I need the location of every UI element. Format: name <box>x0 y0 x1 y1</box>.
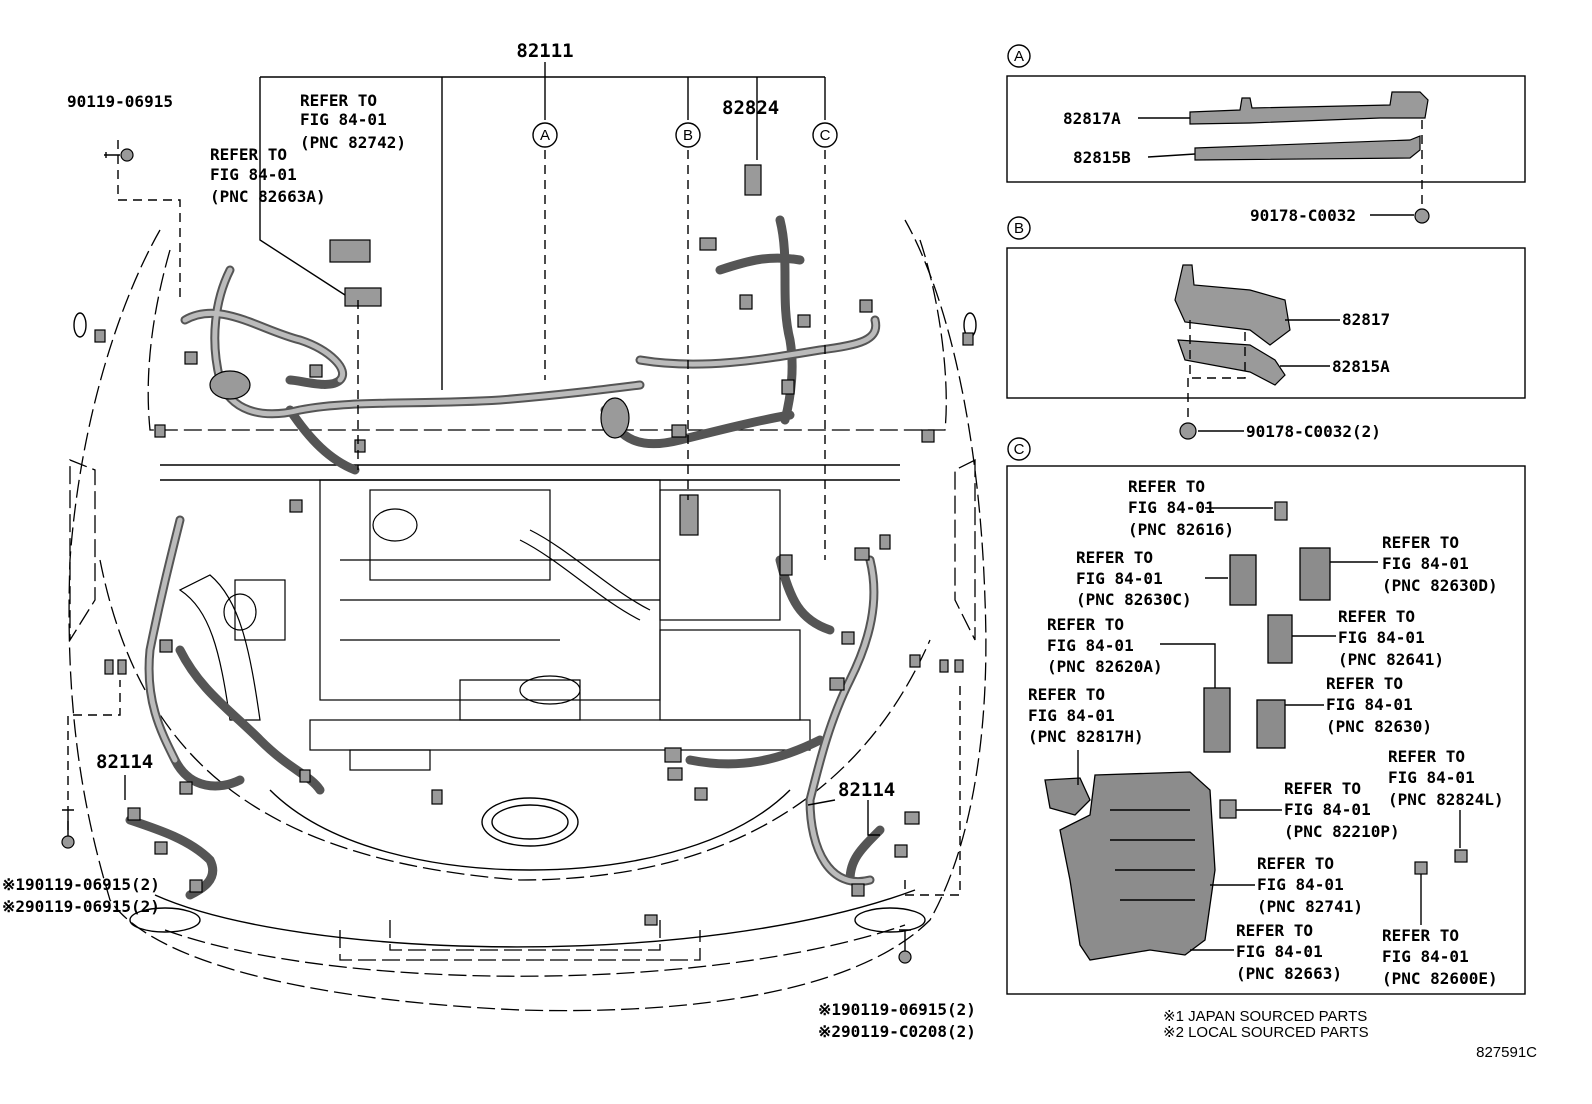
svg-text:C: C <box>820 127 831 144</box>
ref-82616: REFER TO FIG 84-01 (PNC 82616) <box>1128 477 1234 539</box>
left-harness-label: 82114 <box>96 751 153 773</box>
panel-b-clip: 90178-C0032(2) <box>1246 422 1381 441</box>
svg-text:FIG 84-01: FIG 84-01 <box>1076 569 1163 588</box>
svg-text:(PNC 82824L): (PNC 82824L) <box>1388 790 1504 809</box>
svg-text:FIG 84-01: FIG 84-01 <box>1028 706 1115 725</box>
ref-82630C: REFER TO FIG 84-01 (PNC 82630C) <box>1076 548 1192 609</box>
refer-82742-line-1: REFER TO <box>300 91 377 110</box>
svg-text:FIG 84-01: FIG 84-01 <box>1257 875 1344 894</box>
svg-text:(PNC 82630D): (PNC 82630D) <box>1382 576 1498 595</box>
ref-82620A: REFER TO FIG 84-01 (PNC 82620A) <box>1047 615 1163 676</box>
engine-room-harness <box>125 164 885 900</box>
panel-a: A 82817A 82815B 90178-C0032 <box>1006 44 1526 225</box>
ref-82817H: REFER TO FIG 84-01 (PNC 82817H) <box>1028 685 1144 746</box>
ref-82824L: REFER TO FIG 84-01 (PNC 82824L) <box>1388 747 1504 809</box>
svg-text:FIG 84-01: FIG 84-01 <box>1128 498 1215 517</box>
svg-text:REFER TO: REFER TO <box>1236 921 1313 940</box>
svg-text:REFER TO: REFER TO <box>1028 685 1105 704</box>
bolt-icon <box>61 809 75 849</box>
svg-text:(PNC 82817H): (PNC 82817H) <box>1028 727 1144 746</box>
panel-c: C <box>1006 437 1526 995</box>
panel-b-callout: B <box>1014 220 1024 237</box>
right-bolt-note-2: ※290119-C0208(2) <box>818 1022 976 1041</box>
svg-text:A: A <box>540 127 550 144</box>
panel-c-references: REFER TO FIG 84-01 (PNC 82616) REFER TO … <box>1028 477 1504 988</box>
bolts <box>61 148 912 964</box>
right-bolt-note-1: ※190119-06915(2) <box>818 1000 976 1019</box>
ref-82663: REFER TO FIG 84-01 (PNC 82663) <box>1236 921 1342 983</box>
refer-82742-line-3: (PNC 82742) <box>300 133 406 152</box>
svg-text:REFER TO: REFER TO <box>1338 607 1415 626</box>
panel-a-part-1: 82817A <box>1063 109 1121 128</box>
svg-text:(PNC 82741): (PNC 82741) <box>1257 897 1363 916</box>
right-harness-label: 82114 <box>838 779 895 801</box>
legend-line-2: ※2 LOCAL SOURCED PARTS <box>1163 1024 1369 1041</box>
panel-a-clip: 90178-C0032 <box>1250 206 1356 225</box>
leader-lines <box>67 62 961 896</box>
svg-text:B: B <box>683 127 693 144</box>
panel-b: B 82817 82815A 90178-C0032(2) <box>1006 216 1526 441</box>
engine-block <box>178 479 811 771</box>
main-labels: 82111 90119-06915 82824 REFER TO FIG 84-… <box>2 40 976 1041</box>
callout-a-main: A <box>532 122 558 148</box>
panel-a-part-2: 82815B <box>1073 148 1131 167</box>
ref-82641: REFER TO FIG 84-01 (PNC 82641) <box>1338 607 1444 669</box>
refer-82663A-line-2: FIG 84-01 <box>210 165 297 184</box>
figure-code: 827591C <box>1476 1044 1537 1061</box>
vehicle-body-outline <box>68 219 987 1012</box>
svg-text:FIG 84-01: FIG 84-01 <box>1326 695 1413 714</box>
ref-82741: REFER TO FIG 84-01 (PNC 82741) <box>1257 854 1363 916</box>
legend-line-1: ※1 JAPAN SOURCED PARTS <box>1163 1008 1367 1025</box>
refer-82742-line-2: FIG 84-01 <box>300 110 387 129</box>
legend: ※1 JAPAN SOURCED PARTS ※2 LOCAL SOURCED … <box>1163 1008 1369 1041</box>
bolt-icon <box>898 929 912 964</box>
svg-text:REFER TO: REFER TO <box>1388 747 1465 766</box>
svg-text:(PNC 82663): (PNC 82663) <box>1236 964 1342 983</box>
svg-text:FIG 84-01: FIG 84-01 <box>1338 628 1425 647</box>
svg-text:(PNC 82210P): (PNC 82210P) <box>1284 822 1400 841</box>
panel-c-callout: C <box>1014 441 1025 458</box>
svg-text:(PNC 82600E): (PNC 82600E) <box>1382 969 1498 988</box>
svg-text:REFER TO: REFER TO <box>1284 779 1361 798</box>
svg-text:FIG 84-01: FIG 84-01 <box>1382 947 1469 966</box>
panel-b-part-1: 82817 <box>1342 310 1390 329</box>
svg-text:FIG 84-01: FIG 84-01 <box>1284 800 1371 819</box>
main-harness-label: 82111 <box>516 40 573 62</box>
ref-82630: REFER TO FIG 84-01 (PNC 82630) <box>1326 674 1432 736</box>
svg-text:FIG 84-01: FIG 84-01 <box>1236 942 1323 961</box>
part-82824-label: 82824 <box>722 97 779 119</box>
connectors <box>94 237 974 926</box>
panel-a-callout: A <box>1014 48 1024 65</box>
svg-text:REFER TO: REFER TO <box>1128 477 1205 496</box>
bolt-icon <box>104 148 134 162</box>
refer-82663A-line-3: (PNC 82663A) <box>210 187 326 206</box>
svg-text:REFER TO: REFER TO <box>1326 674 1403 693</box>
ref-82210P: REFER TO FIG 84-01 (PNC 82210P) <box>1284 779 1400 841</box>
svg-text:(PNC 82620A): (PNC 82620A) <box>1047 657 1163 676</box>
svg-text:(PNC 82641): (PNC 82641) <box>1338 650 1444 669</box>
callout-c-main: C <box>812 122 838 148</box>
svg-text:(PNC 82616): (PNC 82616) <box>1128 520 1234 539</box>
refer-82663A-line-1: REFER TO <box>210 145 287 164</box>
svg-text:REFER TO: REFER TO <box>1076 548 1153 567</box>
svg-text:FIG 84-01: FIG 84-01 <box>1388 768 1475 787</box>
ref-82600E: REFER TO FIG 84-01 (PNC 82600E) <box>1382 926 1498 988</box>
bolt-top-left-label: 90119-06915 <box>67 92 173 111</box>
svg-text:(PNC 82630): (PNC 82630) <box>1326 717 1432 736</box>
svg-text:(PNC 82630C): (PNC 82630C) <box>1076 590 1192 609</box>
svg-text:REFER TO: REFER TO <box>1382 533 1459 552</box>
callout-b-main: B <box>675 122 701 148</box>
left-bolt-note-1: ※190119-06915(2) <box>2 875 160 894</box>
svg-text:REFER TO: REFER TO <box>1047 615 1124 634</box>
svg-text:REFER TO: REFER TO <box>1382 926 1459 945</box>
svg-text:FIG 84-01: FIG 84-01 <box>1382 554 1469 573</box>
svg-text:REFER TO: REFER TO <box>1257 854 1334 873</box>
svg-text:FIG 84-01: FIG 84-01 <box>1047 636 1134 655</box>
ref-82630D: REFER TO FIG 84-01 (PNC 82630D) <box>1382 533 1498 595</box>
panel-b-part-2: 82815A <box>1332 357 1390 376</box>
left-bolt-note-2: ※290119-06915(2) <box>2 897 160 916</box>
